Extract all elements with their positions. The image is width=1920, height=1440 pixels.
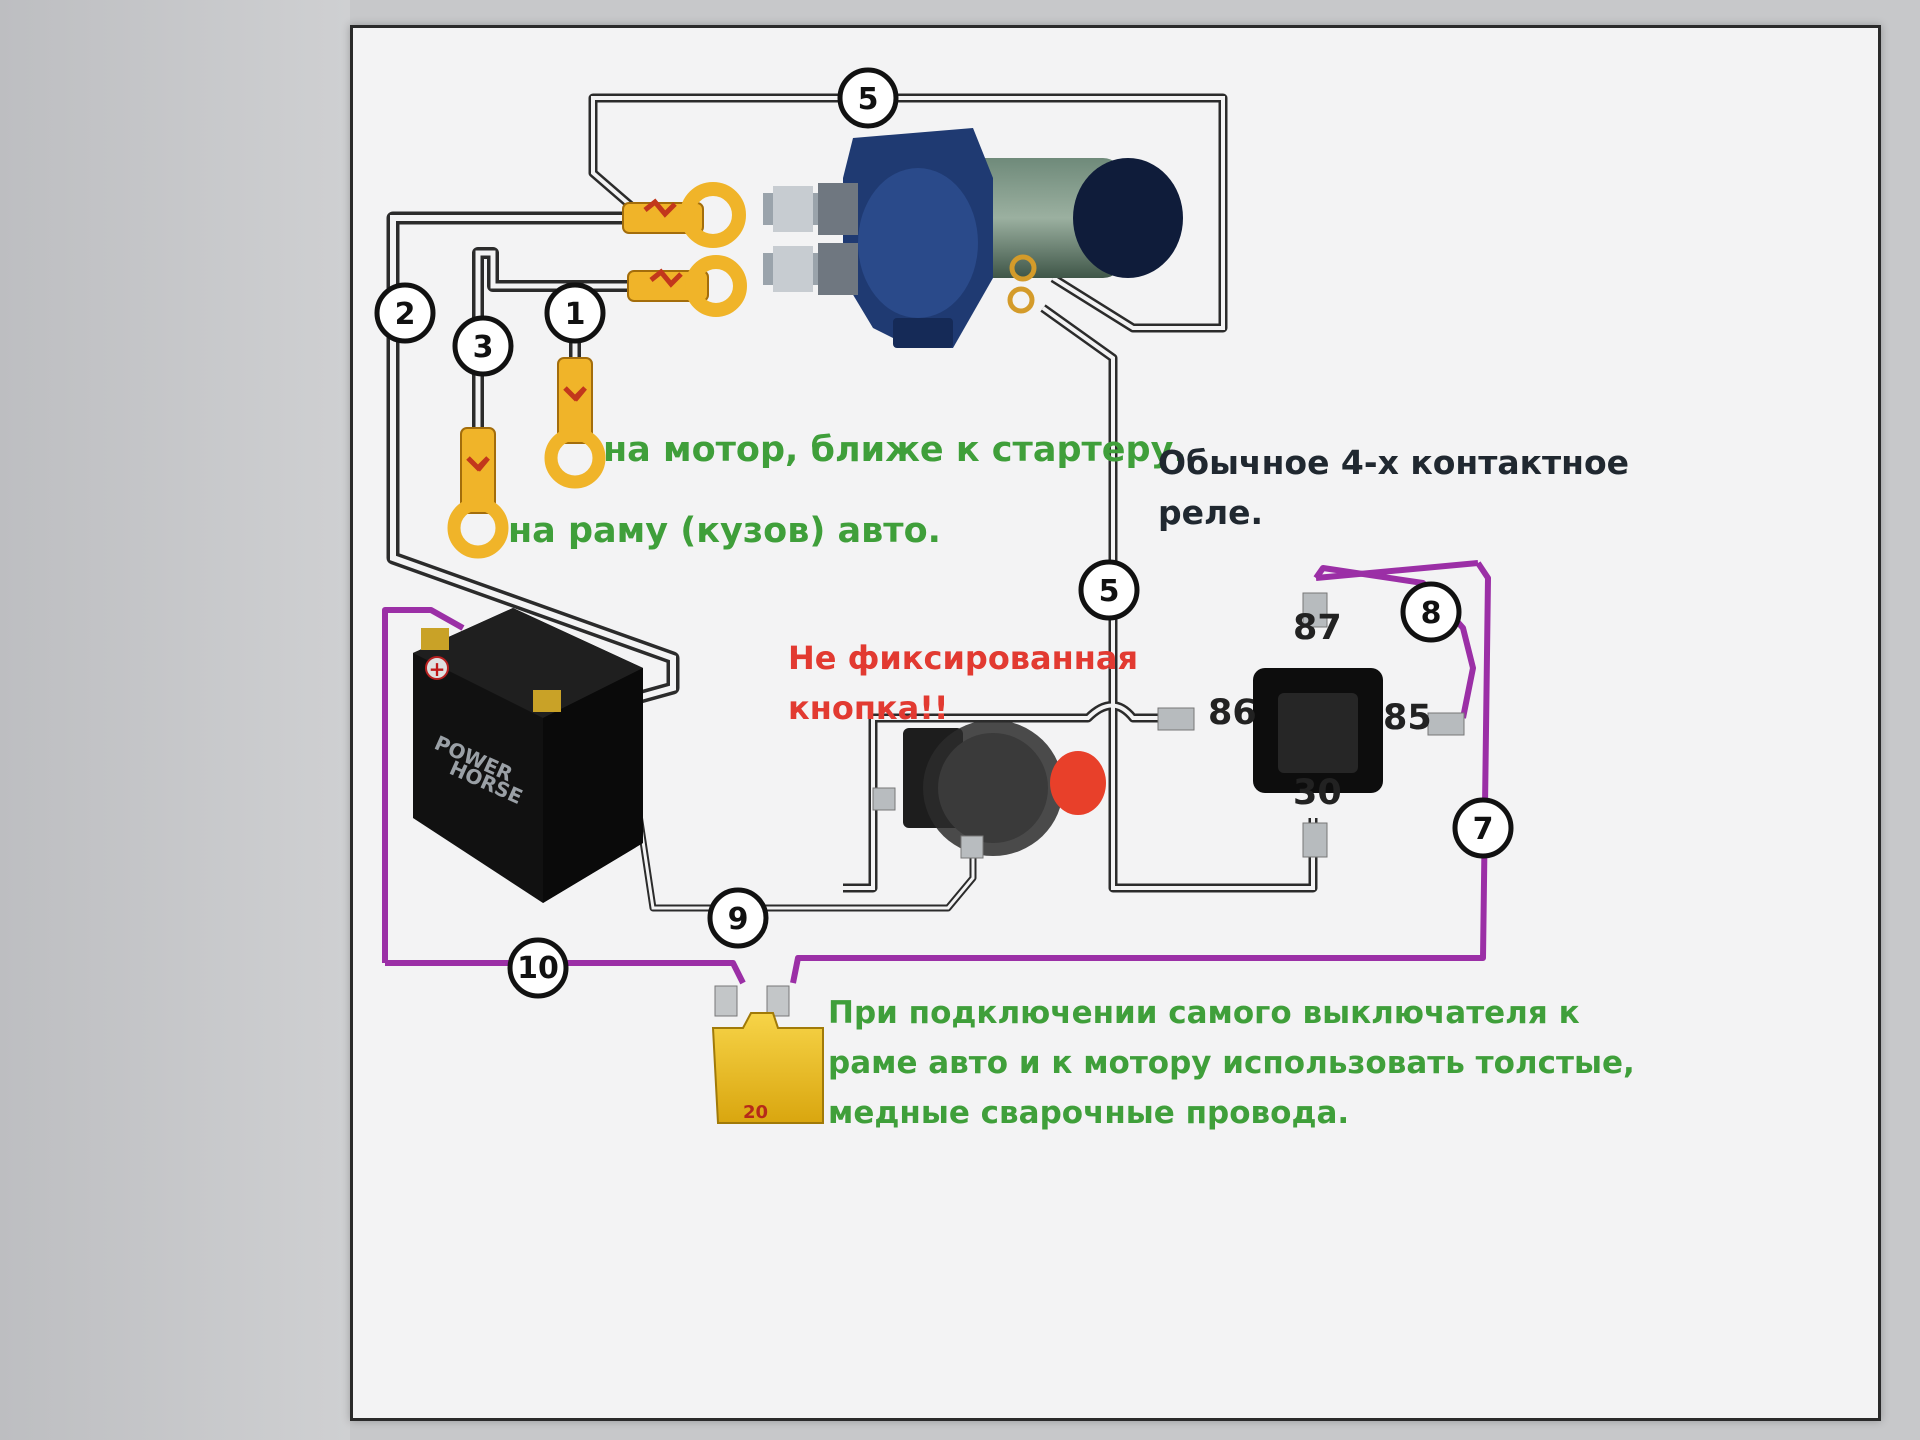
relay-caption-line-2: реле. bbox=[1158, 493, 1264, 532]
svg-text:3: 3 bbox=[473, 330, 494, 365]
svg-text:8: 8 bbox=[1421, 596, 1442, 631]
label-frame: на раму (кузов) авто. bbox=[508, 511, 941, 551]
marker-7: 7 bbox=[1452, 797, 1514, 859]
wire-3-inner bbox=[475, 250, 638, 433]
ring-lug-top bbox=[622, 182, 746, 248]
marker-10: 10 bbox=[507, 937, 569, 999]
relay-pin-30: 30 bbox=[1293, 773, 1342, 813]
marker-3: 3 bbox=[452, 315, 514, 377]
fuse-rating: 20 bbox=[743, 1102, 768, 1123]
relay-pin-86: 86 bbox=[1208, 693, 1257, 733]
svg-text:2: 2 bbox=[395, 297, 416, 332]
wire-2-inner bbox=[390, 215, 676, 716]
battery: + POWER HORSE bbox=[413, 608, 643, 903]
svg-text:1: 1 bbox=[565, 297, 586, 332]
svg-text:10: 10 bbox=[517, 951, 559, 986]
ring-lug-3 bbox=[447, 427, 509, 559]
button-caption-line-2: кнопка!! bbox=[788, 689, 949, 727]
wiring-note-line-2: раме авто и к мотору использовать толсты… bbox=[828, 1045, 1635, 1081]
marker-2: 2 bbox=[374, 282, 436, 344]
background-left-shade bbox=[0, 0, 350, 1440]
push-button bbox=[872, 720, 1106, 859]
wire-10 bbox=[382, 607, 746, 985]
marker-8: 8 bbox=[1400, 581, 1462, 643]
wire-7 bbox=[790, 561, 1491, 984]
svg-text:9: 9 bbox=[728, 902, 749, 937]
relay-pin-87: 87 bbox=[1293, 608, 1342, 648]
marker-4: 5 bbox=[837, 67, 899, 129]
marker-1: 1 bbox=[544, 282, 606, 344]
wiring-note-line-3: медные сварочные провода. bbox=[828, 1095, 1350, 1131]
label-motor: на мотор, ближе к стартеру. bbox=[603, 430, 1187, 470]
marker-9: 9 bbox=[707, 887, 769, 949]
marker-5: 5 bbox=[1078, 559, 1140, 621]
fuse: 20 bbox=[711, 985, 824, 1124]
wire-5-inner bbox=[843, 306, 1315, 890]
relay-pin-85: 85 bbox=[1383, 698, 1432, 738]
relay bbox=[1157, 592, 1465, 858]
wiring-note-line-1: При подключении самого выключателя к bbox=[828, 995, 1580, 1031]
ring-lug-1 bbox=[544, 357, 606, 489]
svg-text:5: 5 bbox=[858, 82, 879, 117]
svg-text:5: 5 bbox=[1099, 574, 1120, 609]
wire-4-inner bbox=[591, 96, 1225, 330]
wiring-note: При подключении самого выключателя к рам… bbox=[828, 988, 1635, 1138]
wiring-diagram: + POWER HORSE 20 bbox=[374, 67, 1514, 1124]
battery-plus-sign: + bbox=[429, 657, 446, 681]
svg-text:7: 7 bbox=[1473, 812, 1494, 847]
button-caption-line-1: Не фиксированная bbox=[788, 639, 1138, 677]
relay-caption-line-1: Обычное 4-х контактное bbox=[1158, 443, 1630, 482]
button-caption: Не фиксированная кнопка!! bbox=[788, 633, 1138, 733]
ring-lug-middle bbox=[627, 255, 747, 317]
solenoid bbox=[763, 128, 1183, 348]
relay-caption: Обычное 4-х контактное реле. bbox=[1158, 438, 1629, 538]
diagram-sheet: + POWER HORSE 20 bbox=[350, 25, 1881, 1421]
